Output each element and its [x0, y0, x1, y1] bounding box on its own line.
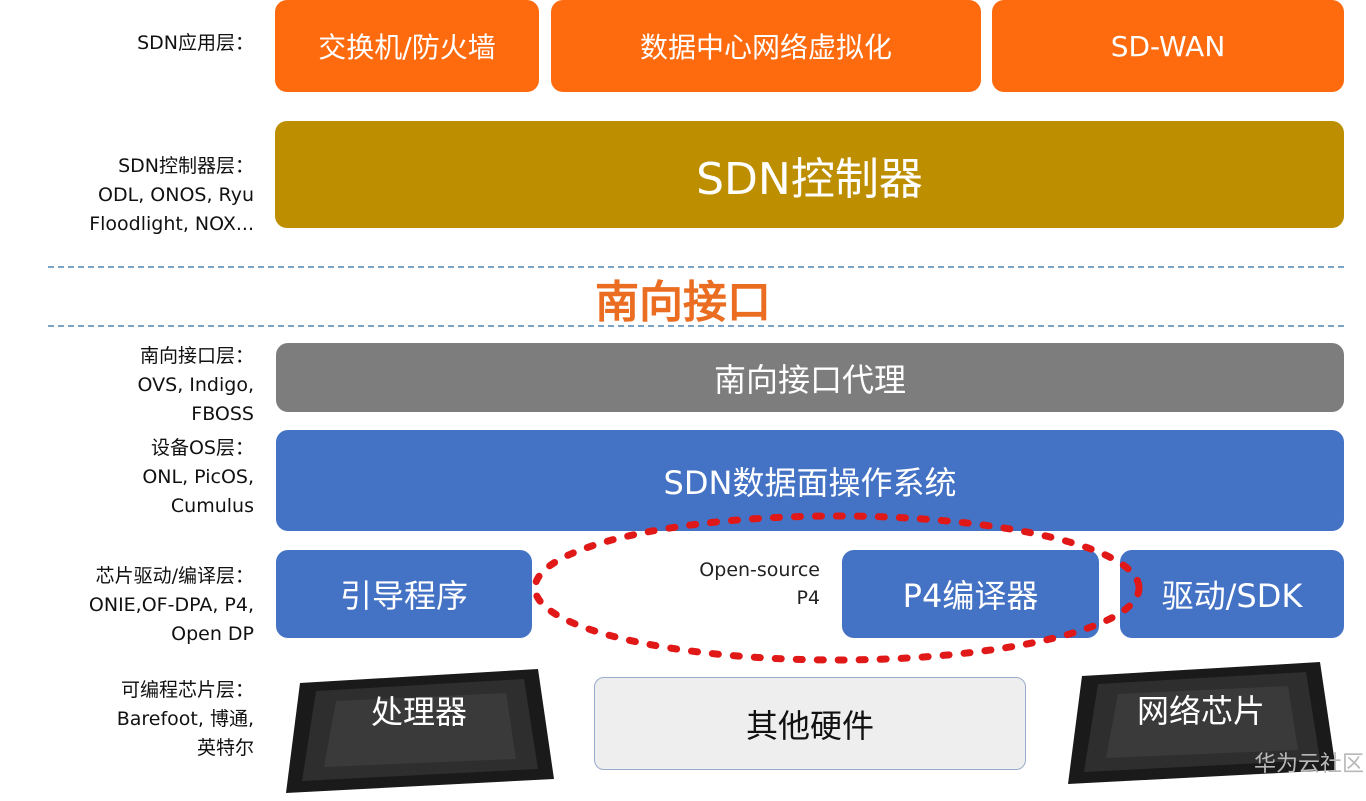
- label-app-layer: SDN应用层：: [137, 32, 254, 54]
- open-source-p4-label: Open-source P4: [699, 559, 820, 609]
- box-bootloader: 引导程序: [276, 550, 532, 638]
- label-controller-layer: SDN控制器层： ODL, ONOS, Ryu Floodlight, NOX.…: [89, 155, 254, 235]
- chip-network-label: 网络芯片: [1136, 692, 1265, 730]
- watermark: 华为云社区: [1253, 752, 1364, 777]
- box-switch-firewall: 交换机/防火墙: [275, 0, 539, 92]
- southbound-title: 南向接口: [595, 277, 771, 328]
- box-other-hardware: 其他硬件: [594, 677, 1026, 770]
- label-driver-layer: 芯片驱动/编译层： ONIE,OF-DPA, P4, Open DP: [88, 565, 254, 645]
- chip-icon: [276, 661, 562, 799]
- box-sd-wan: SD-WAN: [992, 0, 1344, 92]
- box-southbound-agent: 南向接口代理: [276, 343, 1344, 412]
- chip-icon: [1058, 656, 1344, 789]
- label-chip-layer: 可编程芯片层： Barefoot, 博通, 英特尔: [116, 679, 254, 759]
- divider-top: [48, 266, 1344, 268]
- box-dc-virtualization: 数据中心网络虚拟化: [551, 0, 981, 92]
- divider-bottom: [48, 325, 1344, 327]
- chip-network: 网络芯片: [1058, 656, 1344, 789]
- label-os-layer: 设备OS层： ONL, PicOS, Cumulus: [142, 437, 254, 517]
- dotted-ellipse-shape: [531, 512, 1143, 664]
- box-sdn-controller: SDN控制器: [275, 121, 1344, 228]
- box-dataplane-os: SDN数据面操作系统: [276, 430, 1344, 531]
- label-southbound-layer: 南向接口层： OVS, Indigo, FBOSS: [137, 345, 254, 425]
- chip-processor-label: 处理器: [370, 693, 467, 731]
- box-p4-compiler: P4编译器: [842, 550, 1099, 638]
- chip-processor: 处理器: [276, 661, 562, 799]
- box-driver-sdk: 驱动/SDK: [1120, 550, 1344, 638]
